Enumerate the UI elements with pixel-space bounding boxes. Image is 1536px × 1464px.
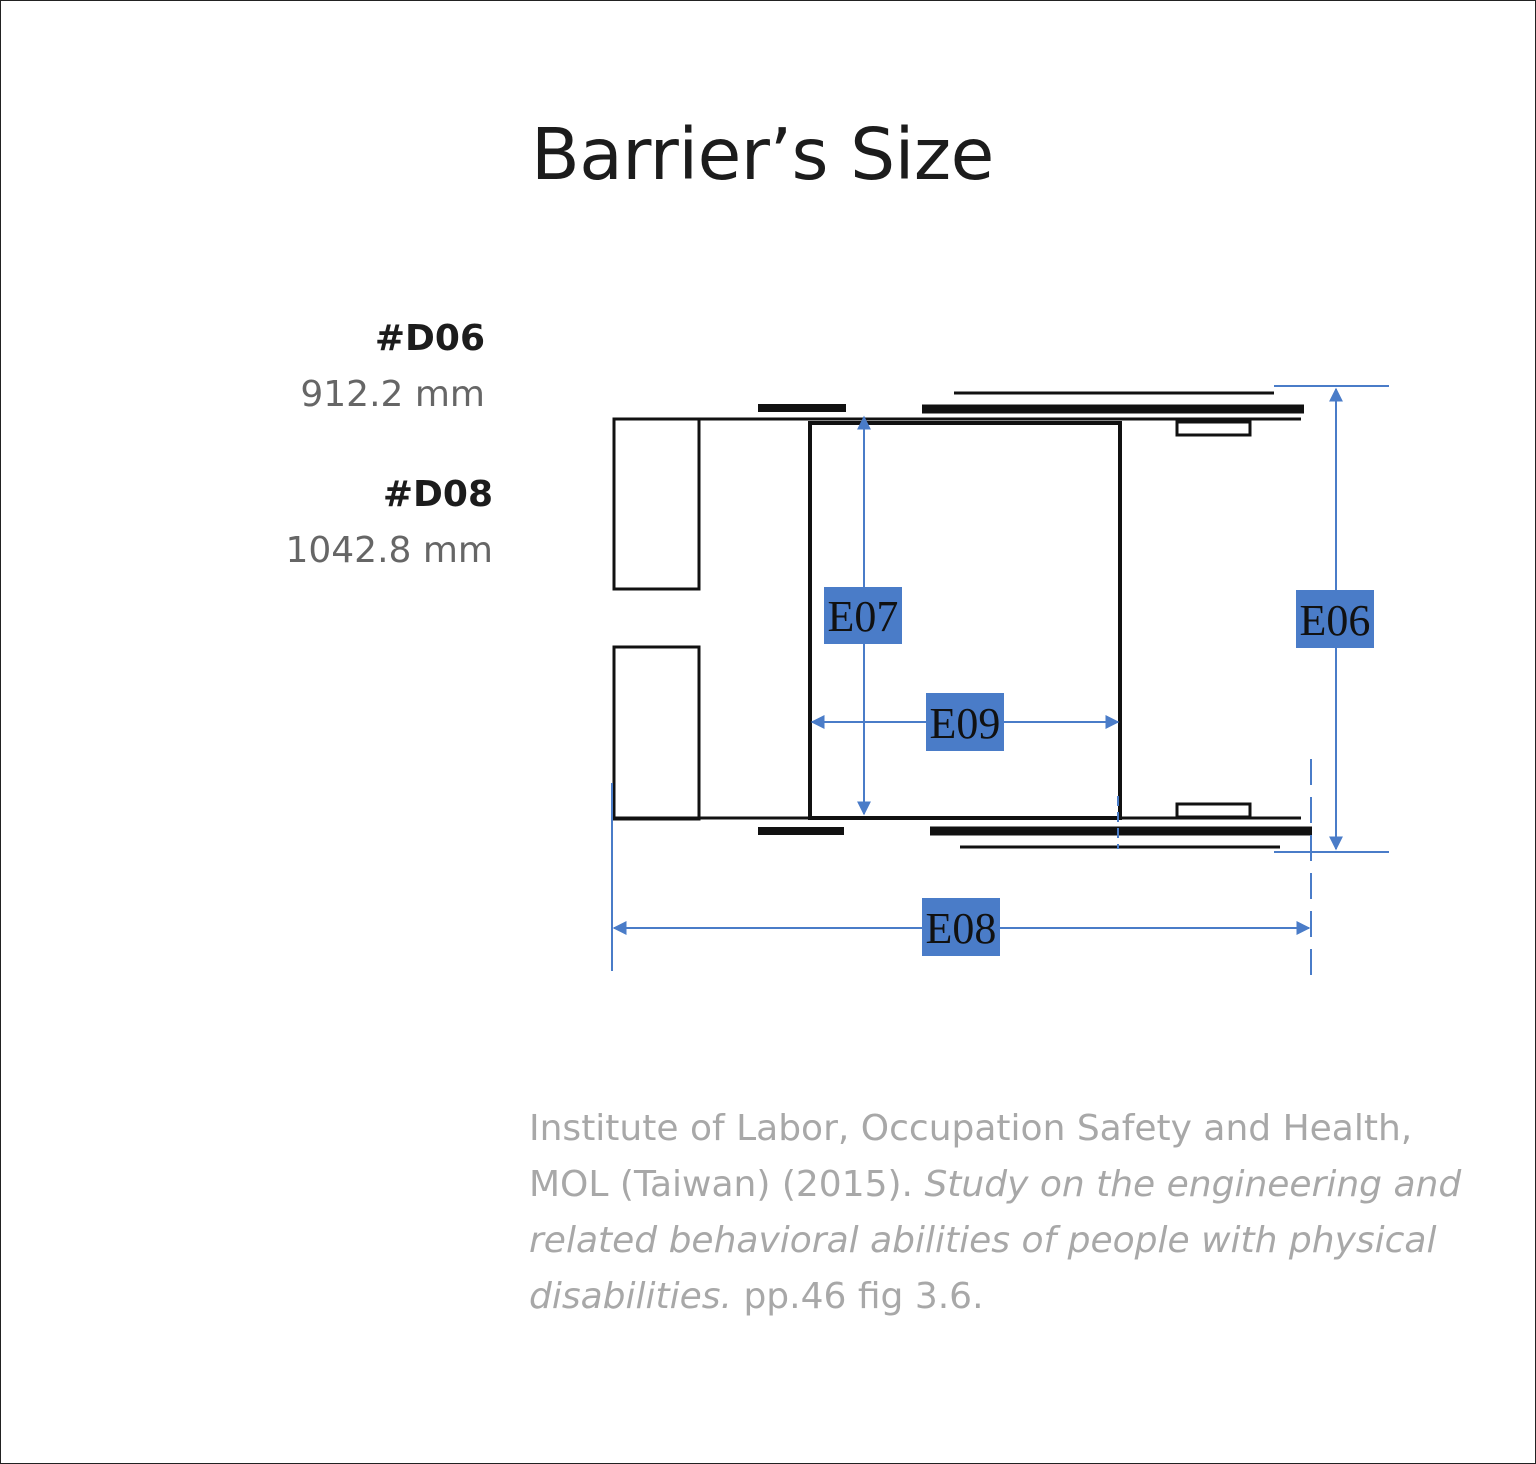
svg-text:E08: E08: [926, 904, 997, 953]
measurement-value: 912.2 mm: [300, 374, 485, 415]
footrest-upper: [612, 417, 701, 591]
source-citation: Institute of Labor, Occupation Safety an…: [529, 1101, 1489, 1325]
wheelchair-top-view-diagram: E07 E06 E09 E08: [611, 385, 1389, 976]
push-handle-top: [1175, 420, 1252, 437]
footrest-lower: [612, 645, 701, 821]
dimension-lines: [611, 385, 1389, 976]
citation-author: Institute of Labor, Occupation Safety an…: [529, 1108, 1413, 1205]
measurement-d08: #D08 1042.8 mm: [285, 473, 493, 573]
citation-title: Study on the engineering and related beh…: [529, 1164, 1462, 1317]
page-title: Barrier’s Size: [531, 113, 994, 196]
label-e08: E08: [922, 898, 1000, 956]
svg-text:E09: E09: [930, 699, 1001, 748]
svg-text:E07: E07: [828, 592, 899, 641]
label-e06: E06: [1296, 590, 1374, 648]
label-e07: E07: [824, 587, 902, 644]
svg-text:E06: E06: [1300, 596, 1371, 645]
seat-frame: [808, 421, 1122, 820]
wheelchair-outline: [612, 391, 1312, 849]
measurement-code: #D06: [374, 318, 485, 359]
measurement-value: 1042.8 mm: [285, 530, 493, 571]
label-e09: E09: [926, 693, 1004, 751]
citation-pages: pp.46 fig 3.6.: [732, 1276, 984, 1317]
measurement-d06: #D06 912.2 mm: [300, 317, 485, 417]
measurement-code: #D08: [382, 474, 493, 515]
push-handle-bottom: [1175, 802, 1252, 819]
